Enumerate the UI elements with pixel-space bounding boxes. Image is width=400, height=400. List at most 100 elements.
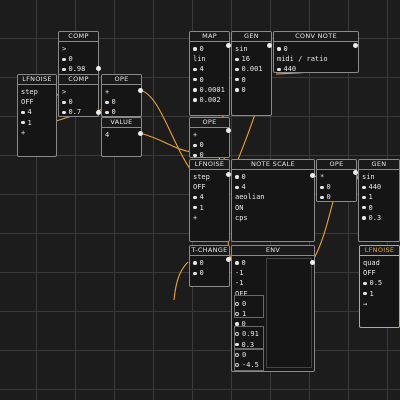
param-row[interactable]: 0.3 xyxy=(235,340,311,350)
param-row[interactable]: -4.5 xyxy=(235,360,311,370)
lfnoise-node-1[interactable]: LFNOISE step OFF 4 1 + xyxy=(17,74,57,157)
param-row[interactable]: 4 xyxy=(235,182,311,192)
param-row[interactable]: + xyxy=(21,128,26,137)
param-row[interactable]: -1 xyxy=(235,279,244,288)
lfnoise-node-3[interactable]: LFNOISE quad OFF 0.5 1 → xyxy=(359,245,400,328)
param-row[interactable]: 0 xyxy=(105,107,138,116)
output-port[interactable] xyxy=(226,257,231,262)
param-row[interactable]: OFF xyxy=(193,183,206,192)
param-row[interactable]: 0.002 xyxy=(193,95,226,105)
env-node[interactable]: ENV 0 -1 -1 OFF 0 1 0 0.91 0.3 0 -4.5 xyxy=(231,245,315,372)
param-row[interactable]: 0 xyxy=(277,44,355,54)
value-node[interactable]: VALUE 4 xyxy=(101,117,142,157)
ope-node-3[interactable]: OPE * 0 0 xyxy=(316,159,357,202)
output-port[interactable] xyxy=(96,110,101,115)
param-row[interactable]: 0 xyxy=(62,97,95,107)
param-row[interactable]: 4 xyxy=(21,107,53,117)
output-port[interactable] xyxy=(96,66,101,71)
port-dot-icon xyxy=(193,77,197,82)
param-row[interactable]: 0 xyxy=(235,75,268,85)
param-row[interactable]: 0 xyxy=(235,258,311,268)
param-row[interactable]: 0 xyxy=(193,75,226,85)
param-row[interactable]: step xyxy=(21,88,38,96)
ope-node-1[interactable]: OPE + 0 0 xyxy=(101,74,142,117)
output-port[interactable] xyxy=(226,128,231,133)
output-port[interactable] xyxy=(310,260,315,265)
param-row[interactable]: cps xyxy=(235,213,248,222)
param-row[interactable]: 0.91 xyxy=(235,329,311,339)
param-row[interactable]: 0 xyxy=(193,258,226,268)
param-row[interactable]: 0 xyxy=(193,150,226,157)
conv-note-node[interactable]: CONV NOTE 0 midi / ratio 440 xyxy=(273,31,359,73)
param-row[interactable]: 0 xyxy=(235,299,311,309)
param-row[interactable]: + xyxy=(193,131,198,139)
param-row[interactable]: 0 xyxy=(320,182,353,192)
param-row[interactable]: 0 xyxy=(235,350,311,360)
param-row[interactable]: 0 xyxy=(193,268,226,278)
param-row[interactable]: 16 xyxy=(235,54,268,64)
gen-node-1[interactable]: GEN sin 16 0.001 0 0 xyxy=(231,31,272,116)
param-row[interactable]: 1 xyxy=(362,192,396,202)
output-port[interactable] xyxy=(353,43,358,48)
param-row[interactable]: + xyxy=(193,213,198,222)
param-row[interactable]: 4 xyxy=(193,64,226,74)
param-row[interactable]: 0 xyxy=(193,140,226,150)
param-row[interactable]: + xyxy=(105,88,110,96)
output-port[interactable] xyxy=(226,43,231,48)
param-row[interactable]: 0.7 xyxy=(62,107,95,116)
param-row[interactable]: 0 xyxy=(235,172,311,182)
output-port[interactable] xyxy=(138,88,143,93)
param-row[interactable]: -1 xyxy=(235,269,244,278)
comp-node-2[interactable]: COMP > 0 0.7 xyxy=(58,74,99,117)
gen-node-2[interactable]: GEN sin 440 1 0 0.3 xyxy=(358,159,400,242)
param-row[interactable]: 1 xyxy=(21,118,53,128)
param-row[interactable]: OFF xyxy=(21,98,34,107)
param-row[interactable]: 0.3 xyxy=(362,213,396,223)
param-row[interactable]: sin xyxy=(235,45,248,53)
output-port[interactable] xyxy=(353,170,358,175)
param-row[interactable]: * xyxy=(320,173,325,181)
param-row[interactable]: > xyxy=(62,88,67,96)
map-node[interactable]: MAP 0 lin 4 0 0.0001 0.002 xyxy=(189,31,230,116)
param-row[interactable]: OFF xyxy=(235,289,248,298)
param-row[interactable]: midi / ratio xyxy=(277,55,328,64)
param-row[interactable]: → xyxy=(363,299,368,308)
note-scale-node[interactable]: NOTE SCALE 0 4 aeolian ON cps xyxy=(231,159,315,242)
output-port[interactable] xyxy=(226,172,231,177)
param-row[interactable]: lin xyxy=(193,55,206,64)
param-row[interactable]: aeolian xyxy=(235,193,265,202)
param-row[interactable]: OFF xyxy=(363,269,376,278)
param-row[interactable]: step xyxy=(193,173,210,181)
param-row[interactable]: 0 xyxy=(320,192,353,201)
param-row[interactable]: 0.0001 xyxy=(193,85,226,95)
output-port[interactable] xyxy=(267,43,272,48)
lfnoise-node-2[interactable]: LFNOISE step OFF 4 1 + xyxy=(189,159,230,242)
param-row[interactable]: 440 xyxy=(362,182,396,192)
param-row[interactable]: 0 xyxy=(105,97,138,107)
param-row[interactable]: sin xyxy=(362,173,375,181)
param-row[interactable]: 0.98 xyxy=(62,64,95,74)
param-row[interactable]: 0.5 xyxy=(363,278,396,288)
ope-node-2[interactable]: OPE + 0 0 xyxy=(189,117,230,158)
output-port[interactable] xyxy=(138,131,143,136)
output-port[interactable] xyxy=(310,173,315,178)
param-row[interactable]: quad xyxy=(363,259,380,267)
param-row[interactable]: 1 xyxy=(235,309,311,319)
param-row[interactable]: 0 xyxy=(362,203,396,213)
param-row[interactable]: 440 xyxy=(277,64,355,72)
param-row[interactable]: 4 xyxy=(193,192,226,202)
param-row[interactable]: > xyxy=(62,45,67,53)
param-row[interactable]: 0 xyxy=(235,319,311,329)
param-row[interactable]: 0 xyxy=(193,44,226,54)
comp-node-1[interactable]: COMP > 0 0.98 xyxy=(58,31,99,76)
ring-icon xyxy=(235,332,239,337)
param-row[interactable]: 4 xyxy=(105,131,110,139)
param-row[interactable]: 1 xyxy=(193,203,226,213)
t-change-node[interactable]: T-CHANGE 0 0 xyxy=(189,245,230,287)
param-row[interactable]: ON xyxy=(235,203,244,212)
param-row[interactable]: 1 xyxy=(363,289,396,299)
param-row[interactable]: 0 xyxy=(62,54,95,64)
param-row[interactable]: 0.001 xyxy=(235,64,268,74)
param-row[interactable]: 0 xyxy=(235,85,268,95)
